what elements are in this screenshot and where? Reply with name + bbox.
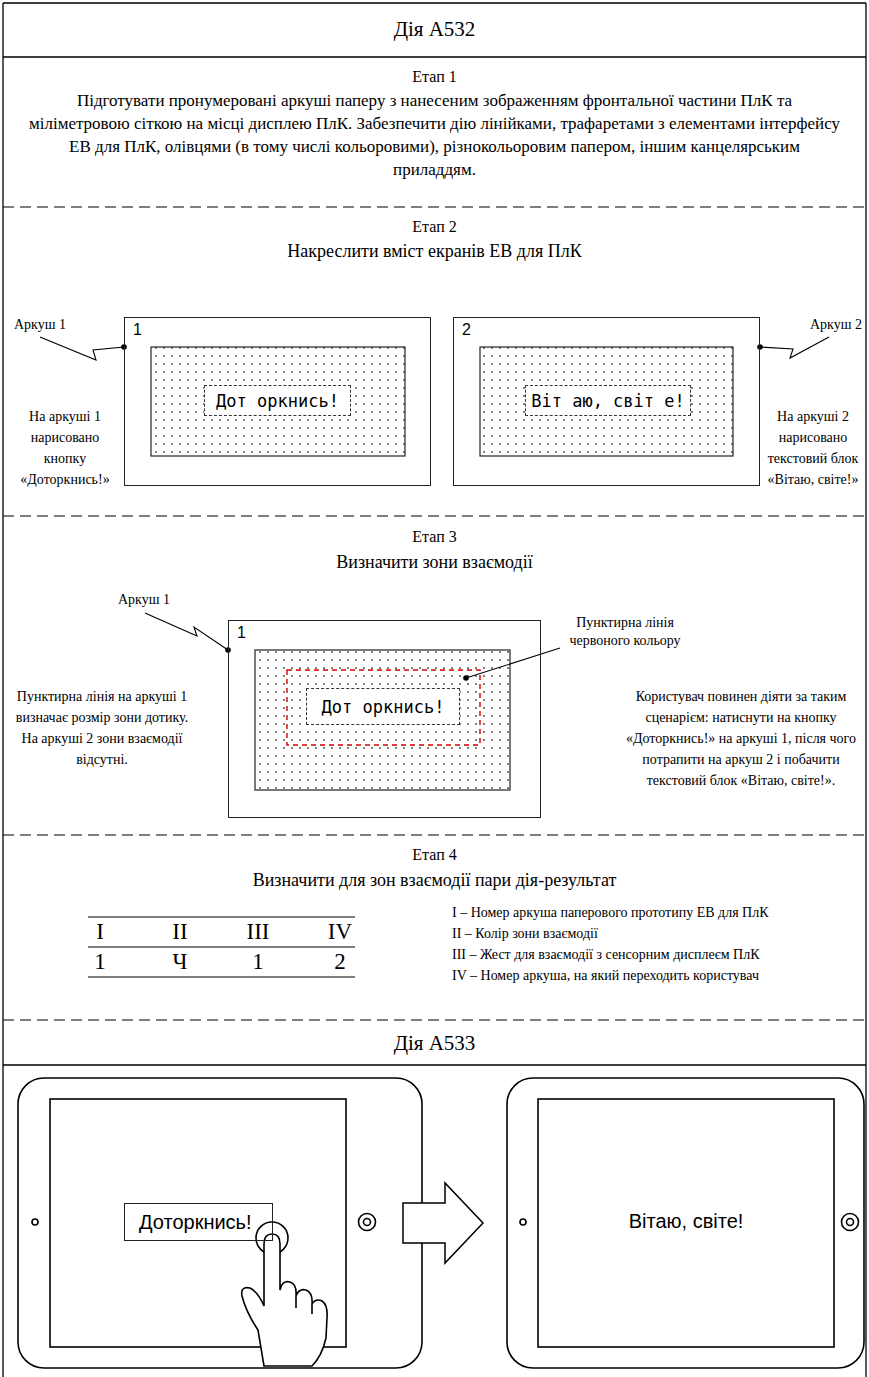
- rule-line: [3, 1064, 866, 1065]
- sheet-number: 2: [462, 321, 471, 339]
- drawn-button: Дот оркнись!: [204, 385, 351, 416]
- table-header: II: [150, 919, 210, 945]
- note: На аркуші 2 нарисовано текстовий блок «В…: [762, 406, 864, 490]
- leader-lines: [40, 337, 829, 678]
- table-cell: 2: [310, 949, 370, 975]
- table-key: IV – Номер аркуша, на який переходить ко…: [452, 967, 862, 985]
- separators: [3, 207, 866, 1020]
- hand-illustration: [242, 1222, 327, 1366]
- frame-line: [865, 3, 866, 1377]
- paper-sheet: 2Віт аю, світ е!: [453, 317, 760, 486]
- table-header: IV: [310, 919, 370, 945]
- paper-sheet: 1Дот оркнись!: [228, 620, 541, 818]
- drawn-button: Дот оркнись!: [306, 688, 460, 725]
- sheet-callout: Аркуш 2: [790, 316, 862, 334]
- sheet-number: 1: [237, 624, 246, 642]
- touch-zone: [287, 670, 480, 745]
- transition-arrow: [403, 1183, 483, 1263]
- sheet-callout: Аркуш 1: [118, 591, 198, 609]
- step-heading: Етап 2: [0, 217, 869, 237]
- step-subtitle: Визначити зони взаємодії: [0, 551, 869, 574]
- table-cell: Ч: [150, 949, 210, 975]
- table-cell: 1: [228, 949, 288, 975]
- frame-line: [2, 3, 3, 1377]
- page-title: Дія А532: [0, 16, 869, 42]
- action-title: Дія А533: [0, 1030, 869, 1056]
- table-key: III – Жест для взаємодії з сенсорним дис…: [452, 946, 862, 964]
- button-text: Віт аю, світ е!: [531, 391, 685, 411]
- note: На аркуші 1 нарисовано кнопку «Доторкнис…: [8, 406, 122, 490]
- step-heading: Етап 1: [0, 67, 869, 87]
- table-key: II – Колір зони взаємодії: [452, 925, 862, 943]
- note: Користувач повинен діяти за таким сценар…: [620, 686, 862, 791]
- button-text: Дот оркнись!: [322, 697, 445, 717]
- table-header: I: [70, 919, 130, 945]
- leader-dots: [121, 344, 763, 681]
- drawn-button: Віт аю, світ е!: [525, 385, 691, 416]
- table-key: I – Номер аркуша паперового прототипу ЕВ…: [452, 904, 862, 922]
- button-text: Доторкнись!: [139, 1211, 252, 1234]
- table-cell: 1: [70, 949, 130, 975]
- step-heading: Етап 3: [0, 527, 869, 547]
- rule-line: [3, 56, 866, 57]
- step-subtitle: Визначити для зон взаємодії пари дія-рез…: [0, 869, 869, 892]
- note: Пунктирна лінія на аркуші 1 визначає роз…: [12, 686, 192, 770]
- sheet-number: 1: [133, 321, 142, 339]
- frame-line: [3, 2, 866, 3]
- step-heading: Етап 4: [0, 845, 869, 865]
- paper-sheet: 1Дот оркнись!: [124, 317, 431, 486]
- screen-text: Вітаю, світе!: [540, 1209, 832, 1234]
- button-text: Дот оркнись!: [216, 391, 339, 411]
- step-subtitle: Накреслити вміст екранів ЕВ для ПлК: [0, 240, 869, 263]
- tablets: [18, 1078, 864, 1368]
- table-header: III: [228, 919, 288, 945]
- table-lines: [88, 917, 355, 977]
- screen-button: Доторкнись!: [124, 1203, 273, 1241]
- zone-callout: Пунктирна лінія червоного кольору: [555, 614, 695, 650]
- sheet-callout: Аркуш 1: [14, 316, 94, 334]
- step-text: Підготувати пронумеровані аркуші паперу …: [28, 89, 841, 181]
